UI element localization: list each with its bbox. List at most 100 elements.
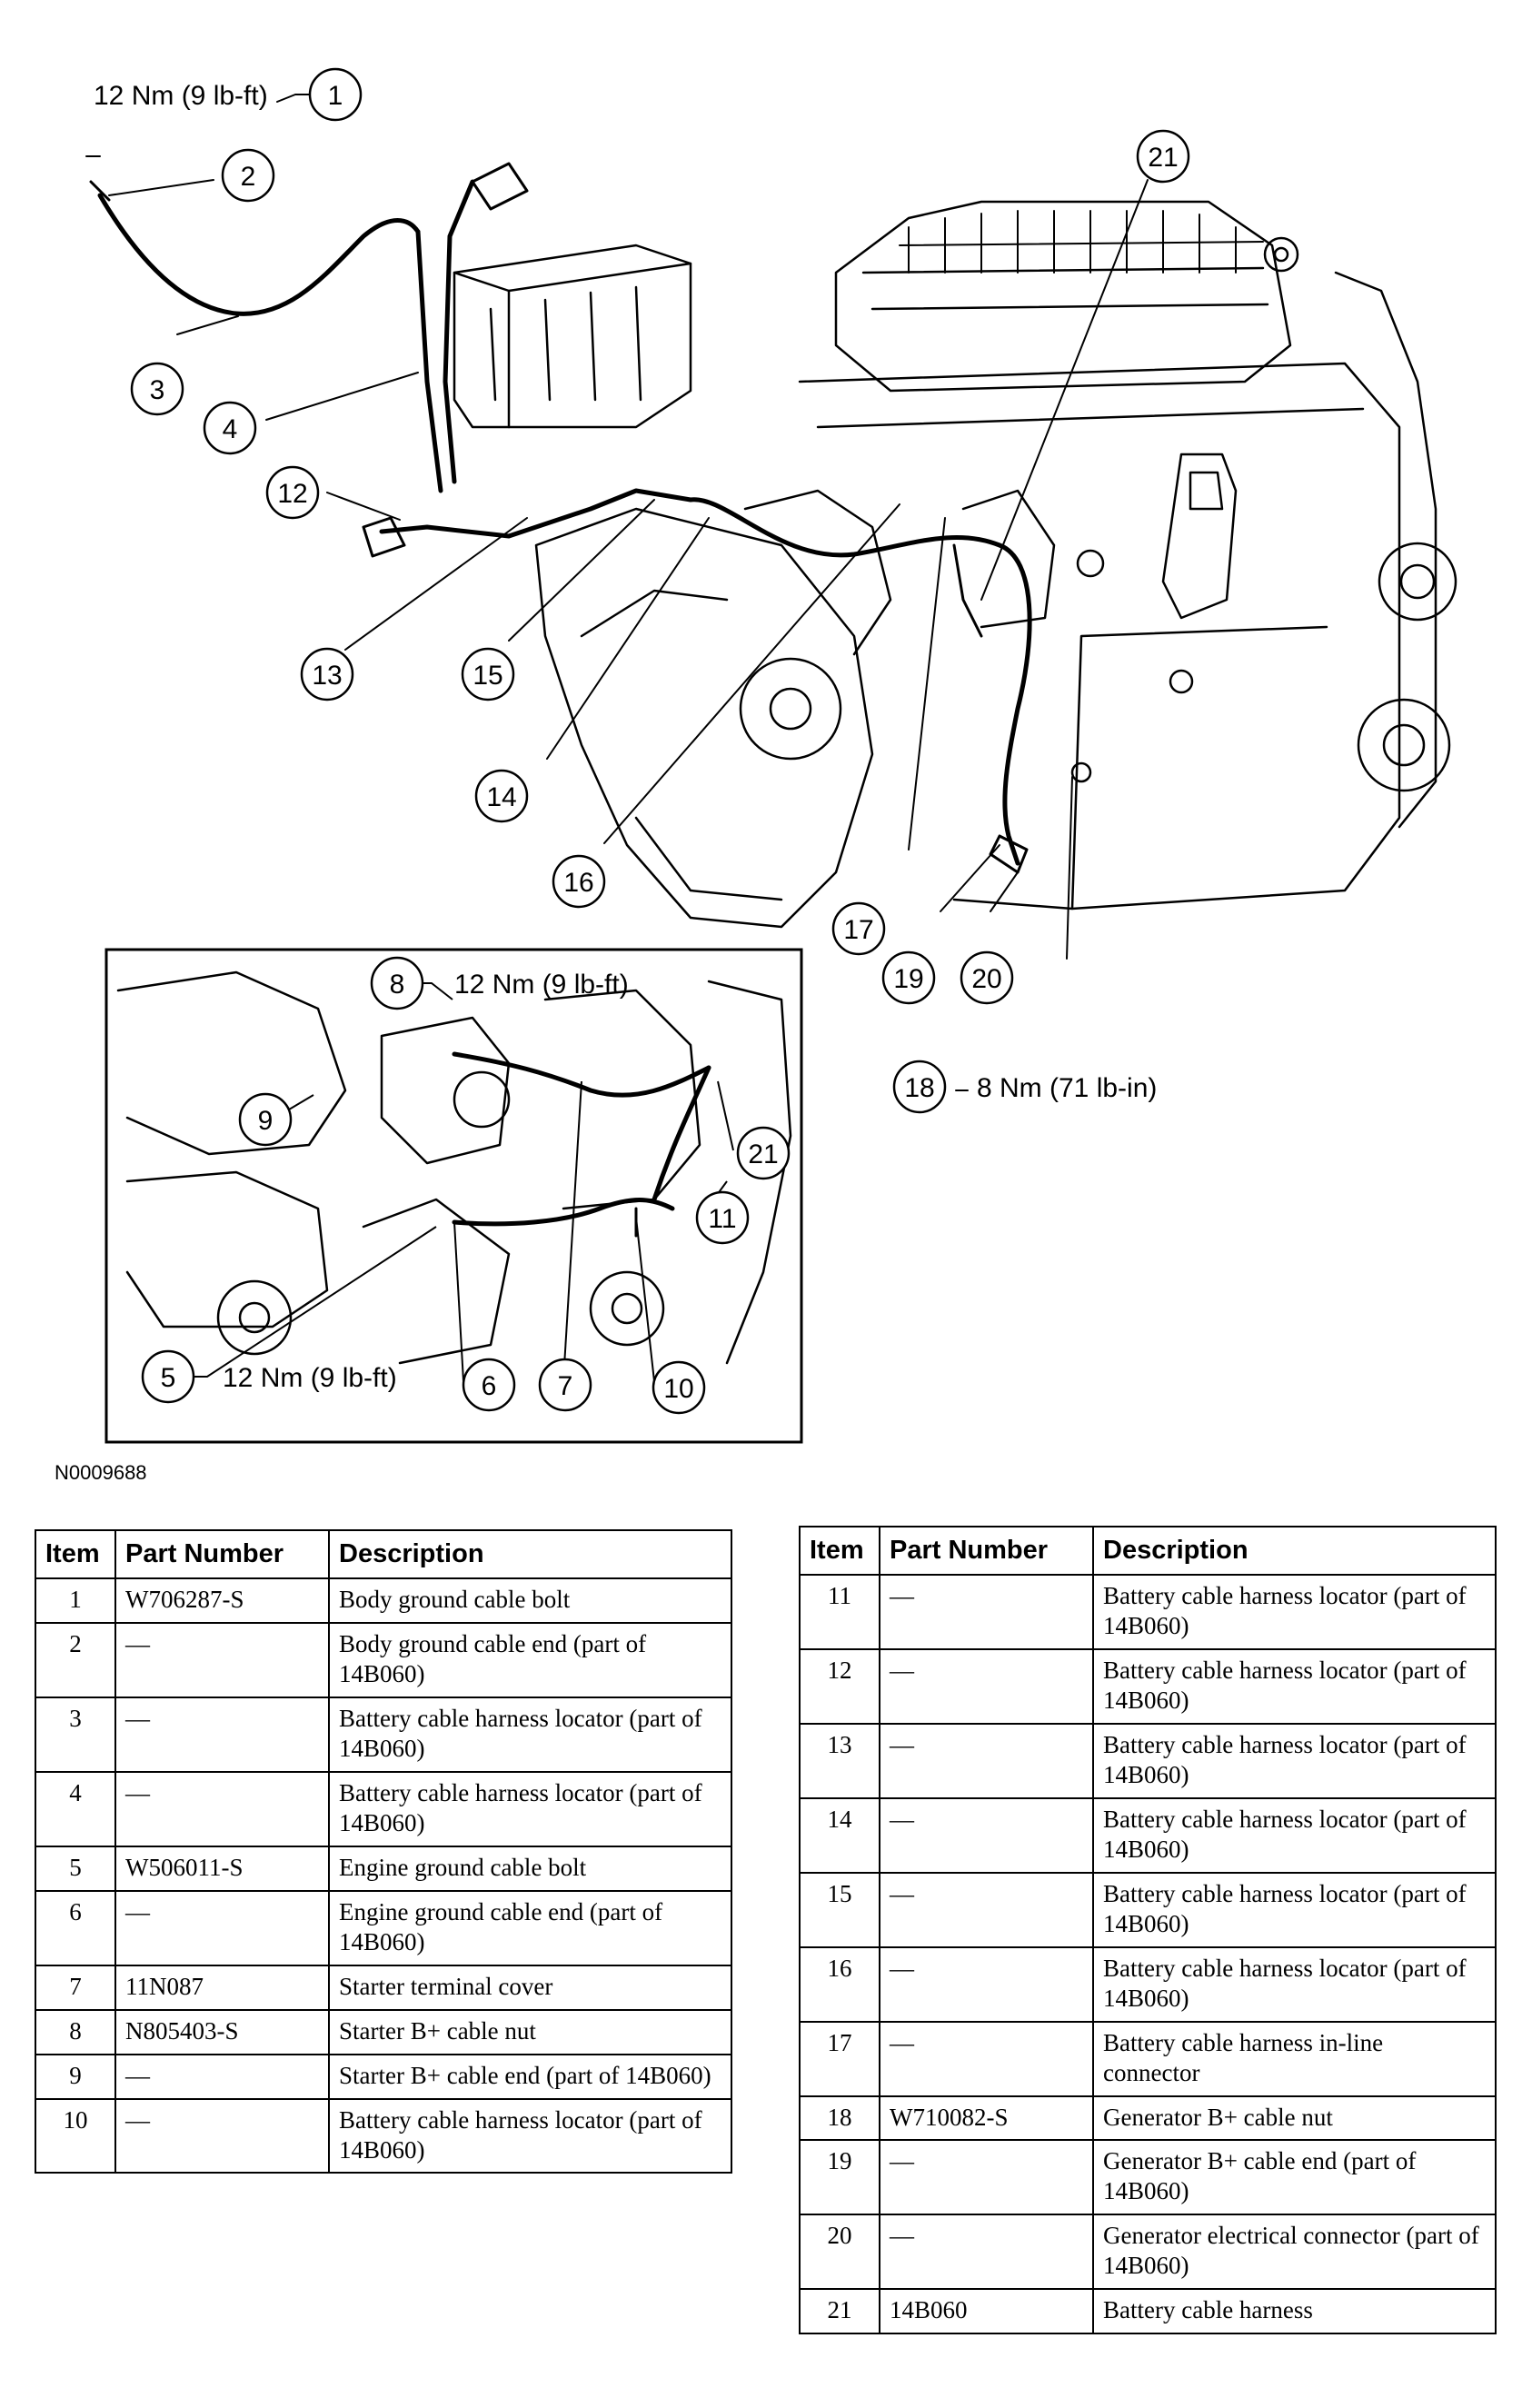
part-number-cell: W706287-S <box>114 1577 330 1625</box>
description-cell: Starter B+ cable nut <box>328 2008 732 2055</box>
part-number-cell: 14B060 <box>879 2288 1094 2335</box>
callout-12: 12 <box>277 479 307 509</box>
leader-lines-main <box>85 94 1149 1091</box>
column-header-part-number: Part Number <box>114 1528 330 1580</box>
item-cell: 12 <box>799 1648 880 1726</box>
table-row: 15—Battery cable harness locator (part o… <box>799 1871 1497 1948</box>
callout-7: 7 <box>558 1371 573 1401</box>
part-number-cell: — <box>114 2053 330 2100</box>
column-header-part-number: Part Number <box>879 1525 1094 1577</box>
item-cell: 15 <box>799 1871 880 1948</box>
description-cell: Battery cable harness locator (part of 1… <box>1092 1871 1497 1948</box>
description-cell: Engine ground cable end (part of 14B060) <box>328 1889 732 1966</box>
table-header-row: Item Part Number Description <box>799 1525 1497 1577</box>
callout-3: 3 <box>150 375 165 405</box>
callout-19: 19 <box>893 964 923 994</box>
callout-11: 11 <box>708 1204 736 1234</box>
callout-5: 5 <box>161 1363 176 1393</box>
table-row: 6—Engine ground cable end (part of 14B06… <box>35 1889 732 1966</box>
item-cell: 18 <box>799 2095 880 2142</box>
table-row: 4—Battery cable harness locator (part of… <box>35 1771 732 1847</box>
description-cell: Engine ground cable bolt <box>328 1845 732 1892</box>
callout-2: 2 <box>241 162 256 192</box>
description-cell: Battery cable harness locator (part of 1… <box>328 1697 732 1774</box>
table-row: 19—Generator B+ cable end (part of 14B06… <box>799 2139 1497 2216</box>
callout-4: 4 <box>223 414 238 444</box>
description-cell: Body ground cable end (part of 14B060) <box>328 1622 732 1699</box>
description-cell: Battery cable harness locator (part of 1… <box>1092 1574 1497 1651</box>
description-cell: Battery cable harness <box>1092 2288 1497 2335</box>
table-row: 16—Battery cable harness locator (part o… <box>799 1945 1497 2023</box>
torque-label-8: 12 Nm (9 lb-ft) <box>454 970 629 1000</box>
item-cell: 14 <box>799 1797 880 1874</box>
torque-label-1: 12 Nm (9 lb-ft) <box>94 81 268 111</box>
table-row: 11—Battery cable harness locator (part o… <box>799 1574 1497 1651</box>
table-row: 3—Battery cable harness locator (part of… <box>35 1697 732 1774</box>
item-cell: 10 <box>35 2097 116 2174</box>
item-cell: 7 <box>35 1964 116 2011</box>
item-cell: 19 <box>799 2139 880 2216</box>
table-row: 2—Body ground cable end (part of 14B060) <box>35 1622 732 1699</box>
item-cell: 20 <box>799 2214 880 2291</box>
column-header-item: Item <box>35 1528 116 1580</box>
table-row: 14—Battery cable harness locator (part o… <box>799 1797 1497 1874</box>
description-cell: Starter terminal cover <box>328 1964 732 2011</box>
table-row: 17—Battery cable harness in-line connect… <box>799 2020 1497 2097</box>
torque-labels: 12 Nm (9 lb-ft) 12 Nm (9 lb-ft) 12 Nm (9… <box>94 81 1157 1393</box>
description-cell: Starter B+ cable end (part of 14B060) <box>328 2053 732 2100</box>
description-cell: Battery cable harness locator (part of 1… <box>1092 1945 1497 2023</box>
item-cell: 2 <box>35 1622 116 1699</box>
battery-cable-harness <box>89 162 1032 874</box>
callout-17: 17 <box>843 915 873 945</box>
part-number-cell: — <box>879 1723 1094 1799</box>
table-row: 9—Starter B+ cable end (part of 14B060) <box>35 2053 732 2100</box>
table-row: 13—Battery cable harness locator (part o… <box>799 1723 1497 1799</box>
part-number-cell: — <box>879 1871 1094 1948</box>
callout-labels: 1 2 3 4 5 6 7 8 9 10 11 12 13 14 15 16 1… <box>150 81 1179 1404</box>
part-number-cell: — <box>879 1945 1094 2023</box>
torque-label-18: 8 Nm (71 lb-in) <box>977 1073 1157 1103</box>
item-cell: 5 <box>35 1845 116 1892</box>
description-cell: Body ground cable bolt <box>328 1577 732 1625</box>
callout-18: 18 <box>904 1073 934 1103</box>
description-cell: Battery cable harness in-line connector <box>1092 2020 1497 2097</box>
table-header-row: Item Part Number Description <box>35 1528 732 1580</box>
part-number-cell: — <box>114 1889 330 1966</box>
description-cell: Generator B+ cable end (part of 14B060) <box>1092 2139 1497 2216</box>
description-cell: Generator B+ cable nut <box>1092 2095 1497 2142</box>
engine-block-drawing <box>453 200 1457 929</box>
callout-16: 16 <box>563 868 593 898</box>
engine-illustration: 1 2 3 4 5 6 7 8 9 10 11 12 13 14 15 16 1… <box>55 67 1457 1484</box>
part-number-cell: W506011-S <box>114 1845 330 1892</box>
callout-13: 13 <box>312 661 342 691</box>
part-number-cell: — <box>879 2020 1094 2097</box>
item-cell: 1 <box>35 1577 116 1625</box>
item-cell: 17 <box>799 2020 880 2097</box>
part-number-cell: N805403-S <box>114 2008 330 2055</box>
item-cell: 9 <box>35 2053 116 2100</box>
table-row: 12—Battery cable harness locator (part o… <box>799 1648 1497 1726</box>
item-cell: 4 <box>35 1771 116 1847</box>
figure-reference: N0009688 <box>55 1461 147 1484</box>
callout-10: 10 <box>663 1374 693 1404</box>
callout-markers <box>130 67 1190 1415</box>
callout-14: 14 <box>486 782 516 812</box>
part-number-cell: — <box>879 2139 1094 2216</box>
column-header-description: Description <box>328 1528 732 1580</box>
column-header-description: Description <box>1092 1525 1497 1577</box>
description-cell: Battery cable harness locator (part of 1… <box>1092 1723 1497 1799</box>
item-cell: 3 <box>35 1697 116 1774</box>
part-number-cell: 11N087 <box>114 1964 330 2011</box>
callout-20: 20 <box>971 964 1001 994</box>
item-cell: 6 <box>35 1889 116 1966</box>
item-cell: 11 <box>799 1574 880 1651</box>
description-cell: Generator electrical connector (part of … <box>1092 2214 1497 2291</box>
part-number-cell: — <box>114 2097 330 2174</box>
callout-15: 15 <box>473 661 502 691</box>
part-number-cell: — <box>879 1797 1094 1874</box>
